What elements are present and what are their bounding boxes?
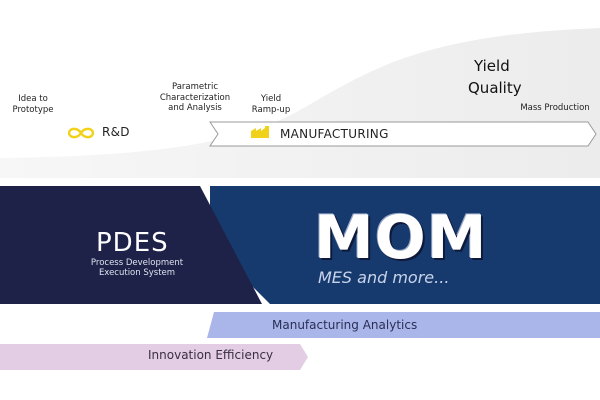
stage-yield: Yield xyxy=(474,57,510,75)
infinity-icon xyxy=(67,127,95,139)
stage-parametric: Parametric Characterization and Analysis xyxy=(159,82,231,113)
analytics-bar xyxy=(207,312,600,338)
innovation-label: Innovation Efficiency xyxy=(148,348,274,362)
growth-curve-area xyxy=(0,28,600,178)
stage-mass-production: Mass Production xyxy=(520,103,590,113)
analytics-label: Manufacturing Analytics xyxy=(272,318,418,332)
manufacturing-label: MANUFACTURING xyxy=(280,127,389,141)
growth-curve-diagram xyxy=(0,28,600,178)
manufacturing-arrow xyxy=(209,121,597,147)
system-band xyxy=(0,186,600,304)
factory-icon xyxy=(251,126,269,138)
pdes-panel xyxy=(0,186,262,304)
mom-title: MOM xyxy=(314,203,488,273)
pdes-subtitle: Process Development Execution System xyxy=(90,258,184,278)
stage-quality: Quality xyxy=(468,79,522,97)
rd-label: R&D xyxy=(102,125,130,139)
stage-idea-to-prototype: Idea to Prototype xyxy=(12,94,54,115)
pdes-title: PDES xyxy=(96,228,169,258)
mom-subtitle: MES and more... xyxy=(318,268,450,287)
innovation-bar xyxy=(0,344,308,370)
mom-panel xyxy=(210,186,600,304)
stage-yield-rampup: Yield Ramp-up xyxy=(251,94,291,115)
